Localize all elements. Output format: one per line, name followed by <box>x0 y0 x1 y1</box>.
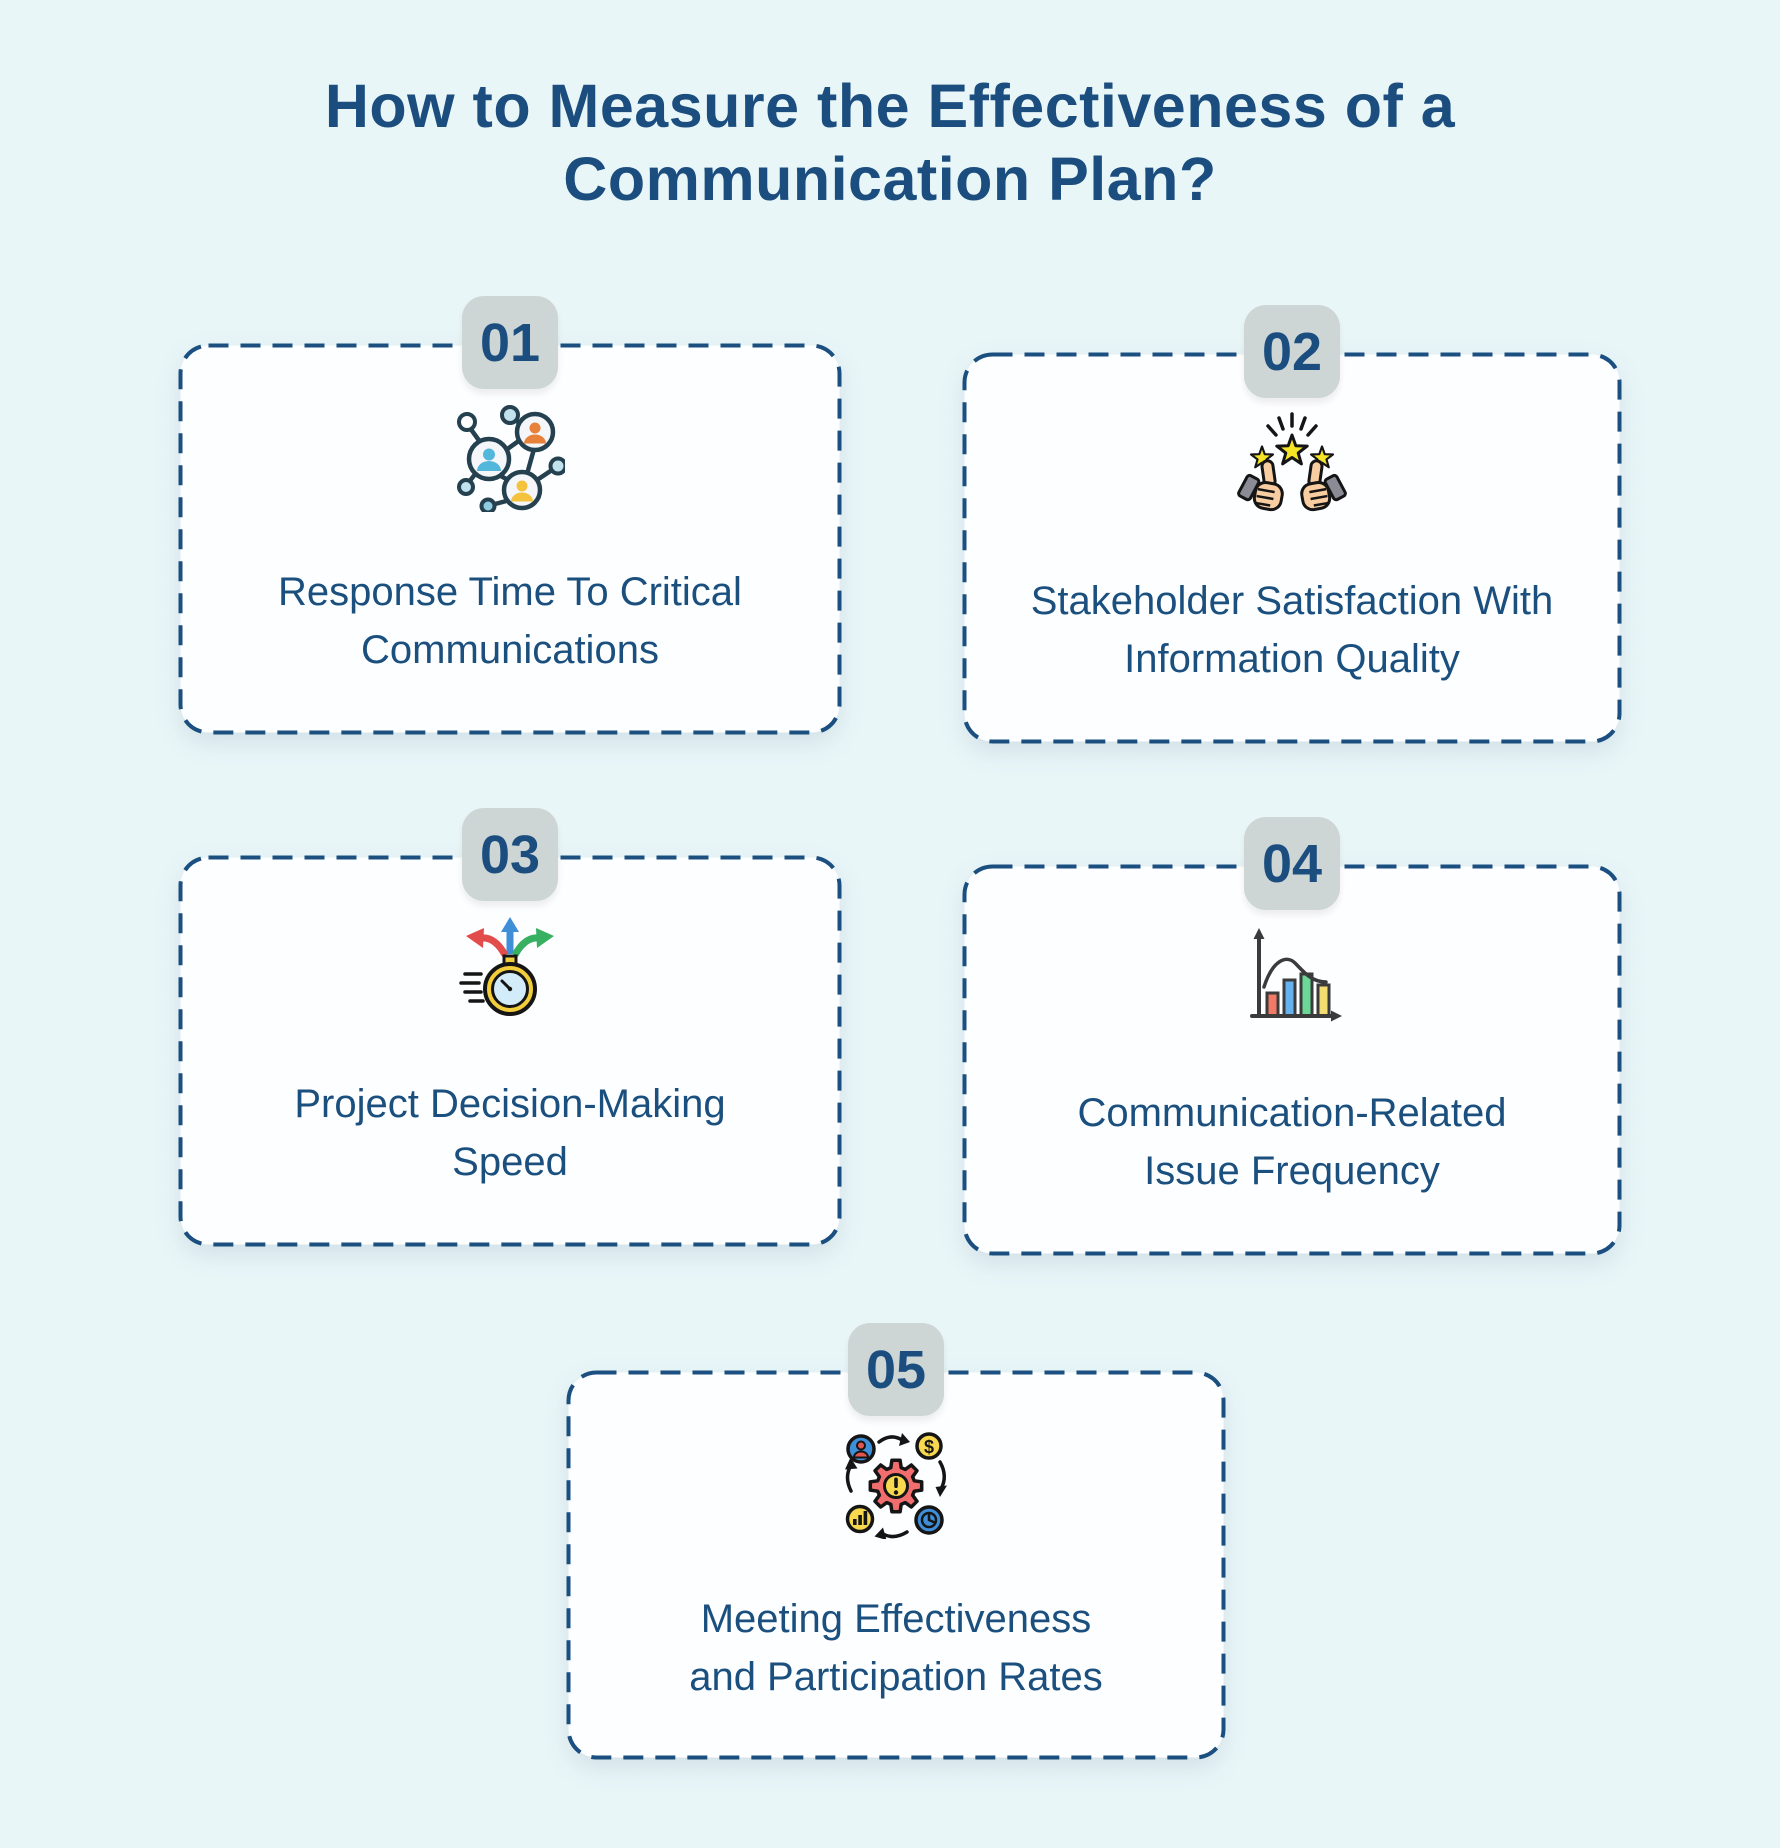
step-number-badge: 02 <box>1244 305 1340 398</box>
card-meeting-effectiveness: 05 $ <box>566 1323 1226 1760</box>
card-label: Stakeholder Satisfaction With Informatio… <box>1031 572 1553 688</box>
step-number: 03 <box>479 824 541 885</box>
bar-chart-bell-curve-icon <box>1237 922 1347 1034</box>
page-title-line-1: How to Measure the Effectiveness of a <box>324 72 1456 140</box>
card-label: Communication-Related Issue Frequency <box>1077 1084 1506 1200</box>
card-label-line-1: Project Decision-Making <box>294 1082 726 1126</box>
step-number: 04 <box>1261 833 1323 894</box>
page-title-line-2: Communication Plan? <box>563 145 1217 214</box>
thumbs-up-stars-icon <box>1237 410 1347 522</box>
card-label-line-2: Information Quality <box>1124 637 1460 681</box>
card-decision-speed: 03 <box>178 808 842 1247</box>
card-response-time: 01 <box>178 296 842 735</box>
step-number: 01 <box>479 312 541 373</box>
card-label-line-2: and Participation Rates <box>689 1655 1103 1699</box>
page-title: How to Measure the Effectiveness of a Co… <box>0 70 1780 216</box>
card-label-line-1: Communication-Related <box>1077 1091 1507 1135</box>
card-label-line-1: Stakeholder Satisfaction With <box>1030 579 1554 623</box>
card-label-line-2: Issue Frequency <box>1144 1149 1440 1193</box>
card-label-line-2: Communications <box>361 628 659 672</box>
gear-workflow-cycle-icon: $ <box>841 1428 951 1540</box>
stopwatch-decision-arrows-icon <box>455 913 565 1025</box>
people-network-icon <box>455 401 565 513</box>
card-label: Project Decision-Making Speed <box>294 1075 725 1191</box>
card-stakeholder-satisfaction: 02 <box>962 305 1622 744</box>
svg-text:$: $ <box>924 1437 934 1457</box>
card-issue-frequency: 04 Communication-Relate <box>962 817 1622 1256</box>
step-number: 02 <box>1261 321 1323 382</box>
card-label-line-2: Speed <box>452 1140 568 1184</box>
step-number-badge: 04 <box>1244 817 1340 910</box>
step-number-badge: 03 <box>462 808 558 901</box>
card-label-line-1: Meeting Effectiveness <box>700 1597 1092 1641</box>
step-number: 05 <box>865 1339 927 1400</box>
card-label: Response Time To Critical Communications <box>278 563 742 679</box>
card-label: Meeting Effectiveness and Participation … <box>689 1590 1103 1706</box>
card-label-line-1: Response Time To Critical <box>278 570 742 614</box>
step-number-badge: 01 <box>462 296 558 389</box>
step-number-badge: 05 <box>848 1323 944 1416</box>
